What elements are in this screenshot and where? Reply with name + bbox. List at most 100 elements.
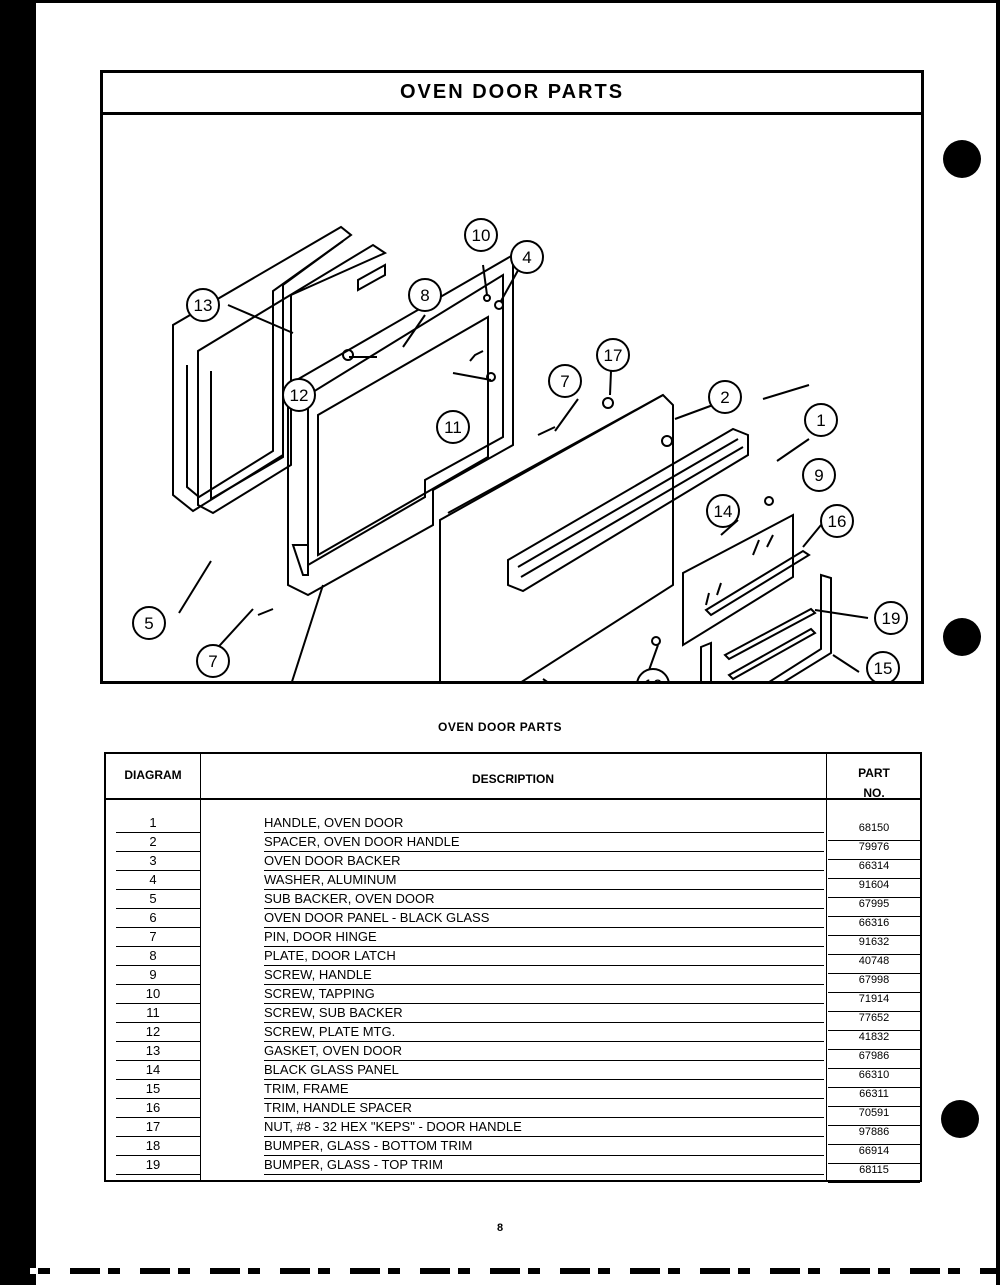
callout-10-bottom: 10 (644, 676, 663, 681)
row-rule (264, 984, 824, 985)
row-rule (264, 1155, 824, 1156)
row-rule (116, 832, 200, 833)
callout-7-right: 7 (560, 372, 569, 391)
diagram-number: 13 (145, 1043, 161, 1058)
part-number: 70591 (858, 1107, 890, 1119)
callout-8: 8 (420, 286, 429, 305)
row-rule (828, 1030, 920, 1031)
row-rule (116, 889, 200, 890)
row-rule (264, 1041, 824, 1042)
part-description: HANDLE, OVEN DOOR (264, 815, 404, 830)
part-number: 66310 (858, 1069, 890, 1081)
diagram-number: 7 (149, 929, 157, 944)
diagram-number: 6 (149, 910, 157, 925)
diagram-number: 16 (145, 1100, 161, 1115)
column-divider (826, 754, 827, 1180)
part-description: SCREW, PLATE MTG. (264, 1024, 396, 1039)
diagram-title: OVEN DOOR PARTS (103, 73, 921, 115)
row-rule (264, 832, 824, 833)
scan-edge-left (0, 0, 36, 1285)
row-rule (116, 1060, 200, 1061)
row-rule (264, 908, 824, 909)
diagram-number: 5 (149, 891, 157, 906)
row-rule (264, 870, 824, 871)
diagram-number: 17 (145, 1119, 161, 1134)
part-description: PIN, DOOR HINGE (264, 929, 377, 944)
part-number: 91604 (858, 879, 890, 891)
callout-12: 12 (290, 386, 309, 405)
callout-7-left: 7 (208, 652, 217, 671)
callout-4: 4 (522, 248, 531, 267)
part-description: SUB BACKER, OVEN DOOR (264, 891, 435, 906)
row-rule (264, 946, 824, 947)
row-rule (828, 1106, 920, 1107)
binder-hole-icon (943, 140, 981, 178)
part-description: GASKET, OVEN DOOR (264, 1043, 402, 1058)
row-rule (828, 935, 920, 936)
callout-17: 17 (604, 346, 623, 365)
callout-5: 5 (144, 614, 153, 633)
row-rule (116, 1136, 200, 1137)
row-rule (828, 973, 920, 974)
part-description: BUMPER, GLASS - BOTTOM TRIM (264, 1138, 473, 1153)
scan-edge-top (0, 0, 1000, 3)
row-rule (828, 840, 920, 841)
diagram-number: 14 (145, 1062, 161, 1077)
column-divider (200, 754, 201, 1180)
part-description: NUT, #8 - 32 HEX "KEPS" - DOOR HANDLE (264, 1119, 522, 1134)
row-rule (264, 965, 824, 966)
part-number: 66311 (859, 1088, 889, 1100)
row-rule (116, 870, 200, 871)
row-rule (828, 1144, 920, 1145)
part-number: 77652 (858, 1012, 890, 1024)
row-rule (828, 1125, 920, 1126)
row-rule (264, 851, 824, 852)
part-description: BLACK GLASS PANEL (264, 1062, 399, 1077)
part-description: OVEN DOOR BACKER (264, 853, 401, 868)
row-rule (828, 1182, 920, 1183)
part-description: TRIM, FRAME (264, 1081, 349, 1096)
diagram-number: 12 (145, 1024, 161, 1039)
header-description: DESCRIPTION (471, 772, 554, 786)
row-rule (828, 916, 920, 917)
row-rule (116, 1098, 200, 1099)
header-part-no-line2: NO. (863, 786, 885, 800)
row-rule (264, 1098, 824, 1099)
header-part-no-line1: PART (858, 766, 890, 780)
row-rule (828, 897, 920, 898)
row-rule (116, 1174, 200, 1175)
row-rule (116, 851, 200, 852)
callout-10-top: 10 (472, 226, 491, 245)
row-rule (828, 992, 920, 993)
diagram-number: 8 (149, 948, 157, 963)
callout-15: 15 (874, 659, 893, 678)
part-number: 68115 (859, 1164, 889, 1176)
table-caption: OVEN DOOR PARTS (438, 720, 562, 734)
part-number: 71914 (858, 993, 890, 1005)
row-rule (828, 1087, 920, 1088)
row-rule (116, 984, 200, 985)
row-rule (116, 946, 200, 947)
row-rule (264, 1022, 824, 1023)
exploded-view-drawing: 10 4 13 8 12 11 7 17 2 1 9 14 16 19 15 1… (132, 218, 908, 681)
row-rule (828, 954, 920, 955)
row-rule (116, 908, 200, 909)
diagram-number: 2 (149, 834, 157, 849)
row-rule (264, 889, 824, 890)
part-description: SCREW, SUB BACKER (264, 1005, 403, 1020)
callout-14: 14 (714, 502, 733, 521)
part-description: SPACER, OVEN DOOR HANDLE (264, 834, 460, 849)
row-rule (264, 1060, 824, 1061)
binder-hole-icon (941, 1100, 979, 1138)
diagram-number: 3 (149, 853, 157, 868)
part-number: 40748 (858, 955, 890, 967)
